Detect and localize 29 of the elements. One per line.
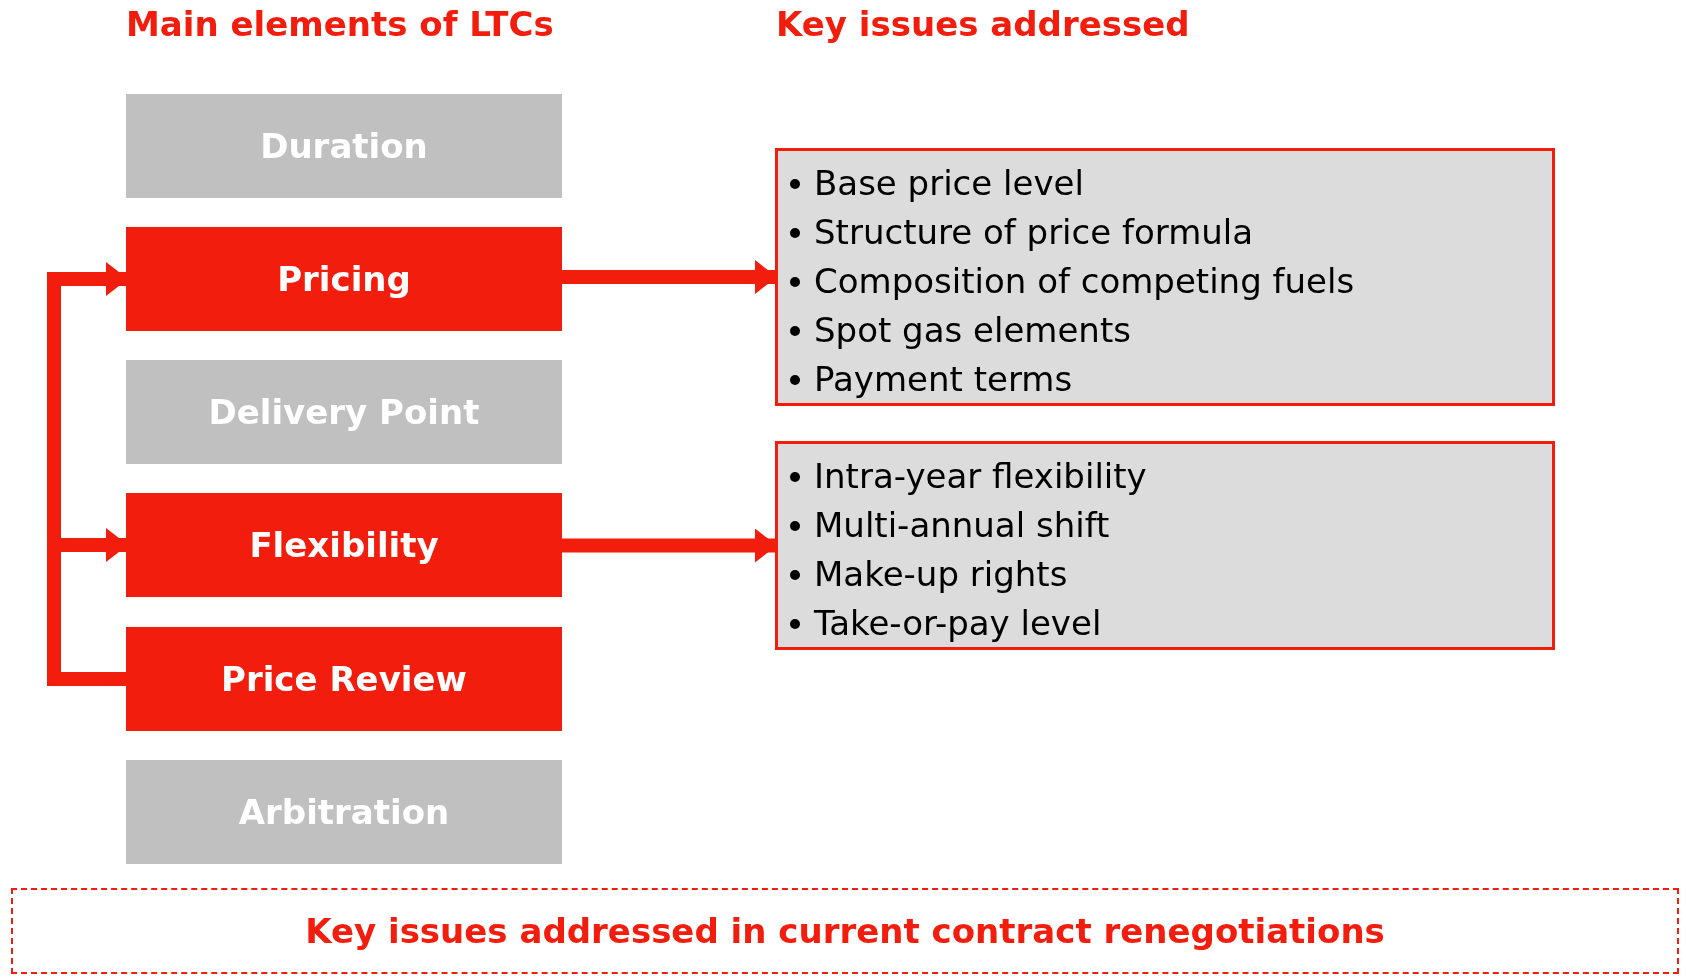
bullet-item: Spot gas elements <box>814 309 1131 352</box>
bullet-list-box <box>775 148 1555 406</box>
element-box <box>126 760 562 864</box>
box-label: Price Review <box>221 659 467 699</box>
box-label: Pricing <box>277 259 411 299</box>
element-box <box>126 627 562 731</box>
element-box <box>126 94 562 198</box>
box-label: Flexibility <box>249 525 439 565</box>
column-heading: Key issues addressed <box>776 4 1190 44</box>
box-label: Key issues addressed in current contract renegotiations <box>305 911 1385 951</box>
box-label: Duration <box>260 126 428 166</box>
bullet-item: Make-up rights <box>814 553 1068 596</box>
element-box <box>126 227 562 331</box>
arrow <box>562 260 777 294</box>
bullet-item: Composition of competing fuels <box>814 260 1355 303</box>
bullet-item: Multi-annual shift <box>814 504 1110 547</box>
bullet-item: Payment terms <box>814 358 1073 401</box>
bullet-list-box <box>775 441 1555 650</box>
column-heading: Main elements of LTCs <box>126 4 554 44</box>
element-box <box>126 493 562 597</box>
bullet-item: Intra-year flexibility <box>814 455 1147 498</box>
bullet-item: Base price level <box>814 162 1084 205</box>
element-box <box>126 360 562 464</box>
bullet-item: Structure of price formula <box>814 211 1254 254</box>
box-label: Delivery Point <box>208 392 480 432</box>
arrow <box>562 528 777 563</box>
box-label: Arbitration <box>238 792 450 832</box>
dashed-banner <box>11 888 1679 974</box>
bullet-item: Take-or-pay level <box>814 602 1102 645</box>
